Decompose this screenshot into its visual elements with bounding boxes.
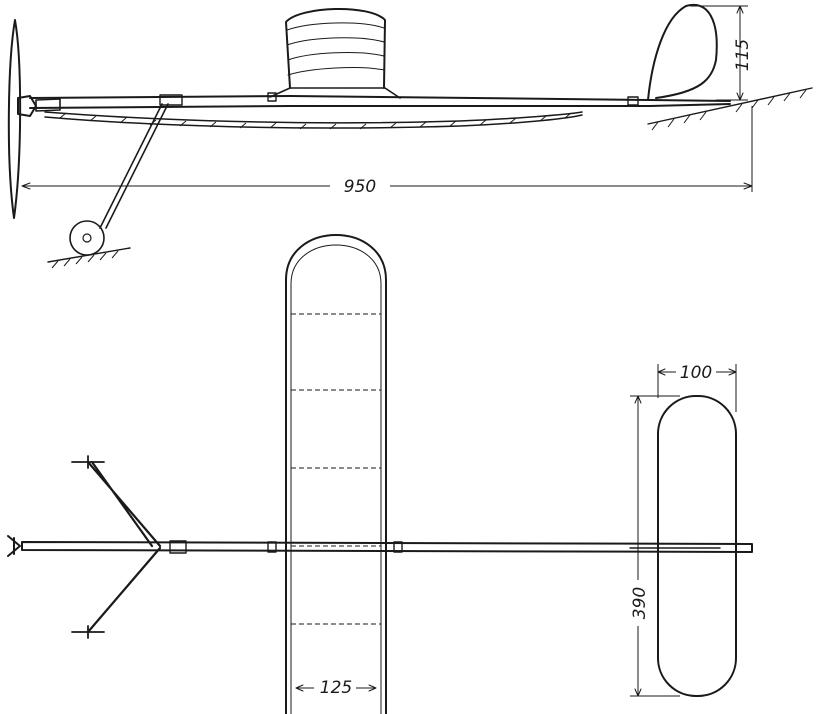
top-gear-strut-lower bbox=[86, 546, 162, 634]
top-propeller bbox=[7, 535, 21, 557]
side-wing-fairing bbox=[269, 87, 401, 99]
side-view: 115 950 bbox=[7, 3, 813, 269]
top-wheel-lower bbox=[71, 625, 105, 639]
fin-height-dimension: 115 bbox=[690, 5, 753, 101]
side-landing-gear-strut bbox=[99, 103, 169, 229]
side-nose-block bbox=[35, 98, 61, 112]
top-block-rear bbox=[393, 541, 403, 553]
stabilizer-chord-dimension: 100 bbox=[657, 362, 737, 412]
fuselage-length-dimension: 950 bbox=[21, 106, 753, 197]
wing-chord-label: 125 bbox=[320, 678, 352, 698]
side-ground-front-hatch bbox=[51, 250, 119, 269]
stabilizer-span-dimension: 390 bbox=[628, 395, 680, 697]
side-wing-tip bbox=[285, 7, 386, 89]
top-wing-inner-outline bbox=[290, 244, 382, 714]
stabilizer-span-label: 390 bbox=[630, 587, 650, 619]
side-wheel-hub bbox=[82, 233, 92, 243]
side-block-front bbox=[159, 94, 183, 106]
side-fuselage bbox=[29, 95, 731, 109]
top-wing-ribs bbox=[291, 313, 381, 625]
top-block-wing bbox=[267, 541, 277, 553]
fuselage-length-label: 950 bbox=[344, 177, 376, 197]
top-stabilizer bbox=[657, 395, 737, 697]
top-wing bbox=[285, 234, 387, 714]
top-gear-strut-upper bbox=[86, 460, 162, 548]
side-block-tail bbox=[627, 96, 639, 106]
side-fin bbox=[647, 3, 718, 101]
top-view: 125 100 390 bbox=[7, 234, 753, 714]
side-spinner bbox=[17, 95, 37, 117]
top-wheel-upper bbox=[71, 455, 105, 469]
side-rubber-motor bbox=[44, 111, 583, 124]
side-ground-rear-hatch bbox=[651, 89, 807, 131]
side-ground-front bbox=[47, 247, 131, 263]
side-propeller bbox=[7, 19, 22, 219]
wing-chord-dimension: 125 bbox=[295, 676, 377, 698]
top-fuselage bbox=[21, 541, 753, 553]
side-wing-ribs bbox=[286, 22, 385, 76]
side-rubber-motor-lower bbox=[44, 114, 583, 129]
side-block-wing bbox=[267, 92, 277, 102]
side-tail-skid-ground bbox=[647, 87, 813, 125]
stabilizer-chord-label: 100 bbox=[680, 363, 712, 383]
side-wheel bbox=[69, 220, 105, 256]
fin-height-label: 115 bbox=[733, 39, 753, 71]
side-rubber-hatching bbox=[59, 112, 572, 130]
top-block-front bbox=[169, 540, 187, 554]
